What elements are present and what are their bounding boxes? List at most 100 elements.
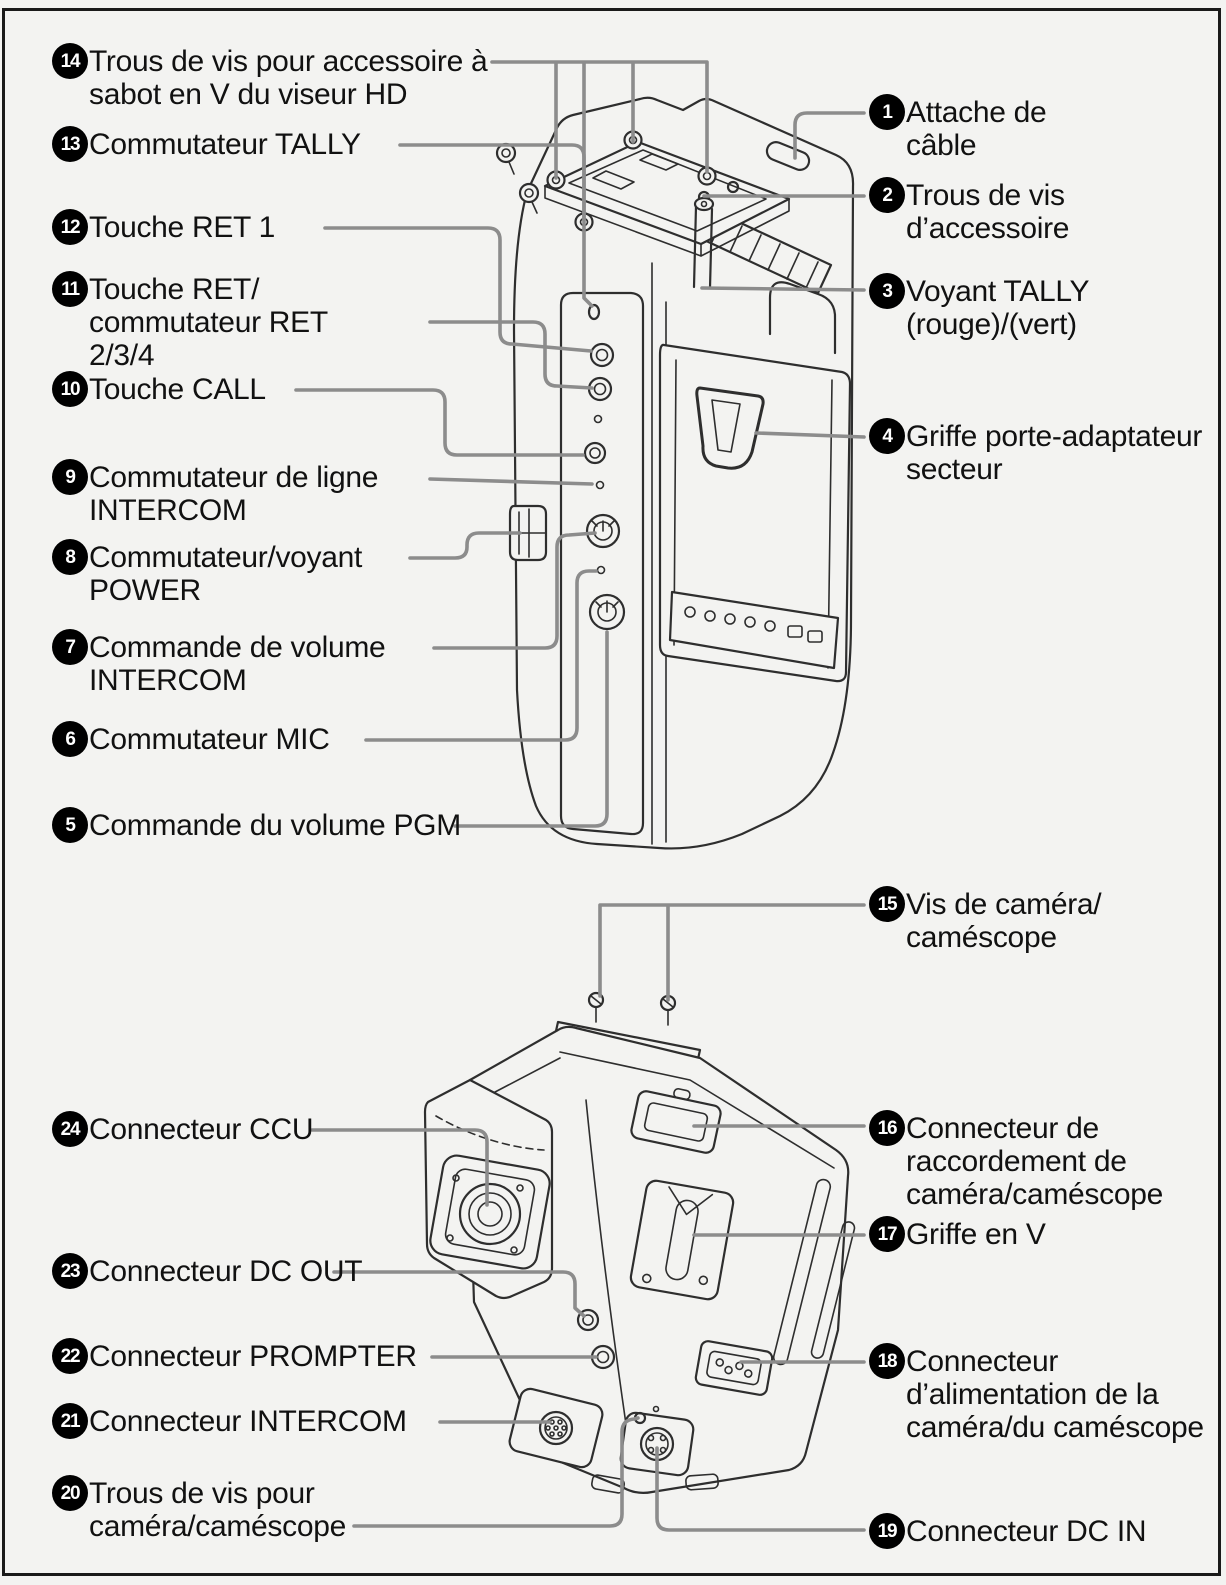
leader-3	[700, 286, 866, 292]
side-rail	[772, 1178, 832, 1366]
label-18-text: Connecteur d’alimentation de la caméra/d…	[906, 1345, 1204, 1444]
camera-connection-connector	[630, 1088, 722, 1154]
leader-6	[364, 569, 598, 742]
label-6-text: Commutateur MIC	[89, 723, 330, 756]
label-3-text: Voyant TALLY (rouge)/(vert)	[906, 275, 1090, 341]
indicator-led	[593, 414, 603, 424]
label-4-bullet: 4	[869, 418, 905, 454]
label-24-bullet: 24	[52, 1111, 88, 1147]
pgm-volume-knob	[588, 593, 626, 631]
label-2-text: Trous de vis d’accessoire	[906, 179, 1070, 245]
label-13-bullet: 13	[52, 126, 88, 162]
mic-switch-hole	[596, 565, 606, 575]
top-device-drawing	[495, 96, 855, 850]
label-4-text: Griffe porte-adaptateur secteur	[906, 420, 1203, 486]
label-1-text: Attache de câble	[906, 96, 1047, 162]
top-plate-inner	[568, 149, 767, 232]
leader-8	[408, 531, 522, 560]
intercom-line-switch	[595, 480, 605, 490]
label-18-bullet: 18	[869, 1343, 905, 1379]
leader-12	[323, 226, 593, 353]
tally-switch-hole	[587, 303, 601, 321]
leader-14	[490, 60, 709, 222]
label-16-text: Connecteur de raccordement de caméra/cam…	[906, 1112, 1163, 1211]
label-19-text: Connecteur DC IN	[906, 1515, 1147, 1548]
leader-20	[352, 1416, 640, 1528]
label-13-text: Commutateur TALLY	[89, 128, 361, 161]
label-11-text: Touche RET/ commutateur RET 2/3/4	[89, 273, 328, 372]
bottom-device-drawing	[423, 991, 856, 1494]
label-17-text: Griffe en V	[906, 1218, 1046, 1251]
label-22-text: Connecteur PROMPTER	[89, 1340, 417, 1373]
tally-lamp	[692, 196, 715, 290]
label-5-bullet: 5	[52, 807, 88, 843]
call-button	[583, 441, 607, 465]
leader-11	[428, 320, 594, 390]
leader-7	[432, 531, 597, 650]
camera-power-connector	[694, 1340, 774, 1396]
ccu-connector	[446, 1174, 524, 1254]
leader-19	[655, 1446, 866, 1532]
label-2-bullet: 2	[869, 177, 905, 213]
label-17-bullet: 17	[869, 1216, 905, 1252]
label-15-bullet: 15	[869, 886, 905, 922]
label-5-text: Commande du volume PGM	[89, 809, 461, 842]
label-3-bullet: 3	[869, 273, 905, 309]
leader-15	[598, 903, 866, 1002]
label-1-bullet: 1	[869, 94, 905, 130]
top-plate-edge	[544, 185, 790, 257]
label-7-text: Commande de volume INTERCOM	[89, 631, 386, 697]
control-strip	[559, 291, 645, 836]
foot-2	[685, 1473, 719, 1491]
label-19-bullet: 19	[869, 1513, 905, 1549]
label-6-bullet: 6	[52, 721, 88, 757]
label-24-text: Connecteur CCU	[89, 1113, 314, 1146]
label-7-bullet: 7	[52, 629, 88, 665]
label-10-text: Touche CALL	[89, 373, 266, 406]
label-21-text: Connecteur INTERCOM	[89, 1405, 407, 1438]
label-20-bullet: 20	[52, 1475, 88, 1511]
leader-5	[453, 630, 609, 828]
cable-clamp	[765, 141, 811, 171]
v-shoe	[629, 1179, 735, 1301]
leader-24	[310, 1128, 489, 1207]
label-23-text: Connecteur DC OUT	[89, 1255, 363, 1288]
label-9-text: Commutateur de ligne INTERCOM	[89, 461, 379, 527]
leader-4	[754, 431, 866, 439]
ac-adaptor-shoe-inner	[711, 399, 741, 453]
ccu-plate	[429, 1154, 551, 1270]
ret1-button	[589, 342, 615, 368]
label-8-text: Commutateur/voyant POWER	[89, 541, 363, 607]
label-14-bullet: 14	[52, 43, 88, 79]
leader-23	[332, 1270, 586, 1318]
label-23-bullet: 23	[52, 1253, 88, 1289]
leader-13	[398, 143, 594, 308]
leader-lines	[294, 60, 866, 1532]
label-22-bullet: 22	[52, 1338, 88, 1374]
label-9-bullet: 9	[52, 459, 88, 495]
leader-10	[294, 388, 585, 457]
dc-out-connector	[576, 1308, 600, 1332]
mounting-bolts	[495, 142, 540, 214]
side-rail-2	[810, 1221, 856, 1359]
label-20-text: Trous de vis pour caméra/caméscope	[89, 1477, 346, 1543]
leader-1	[793, 111, 866, 160]
